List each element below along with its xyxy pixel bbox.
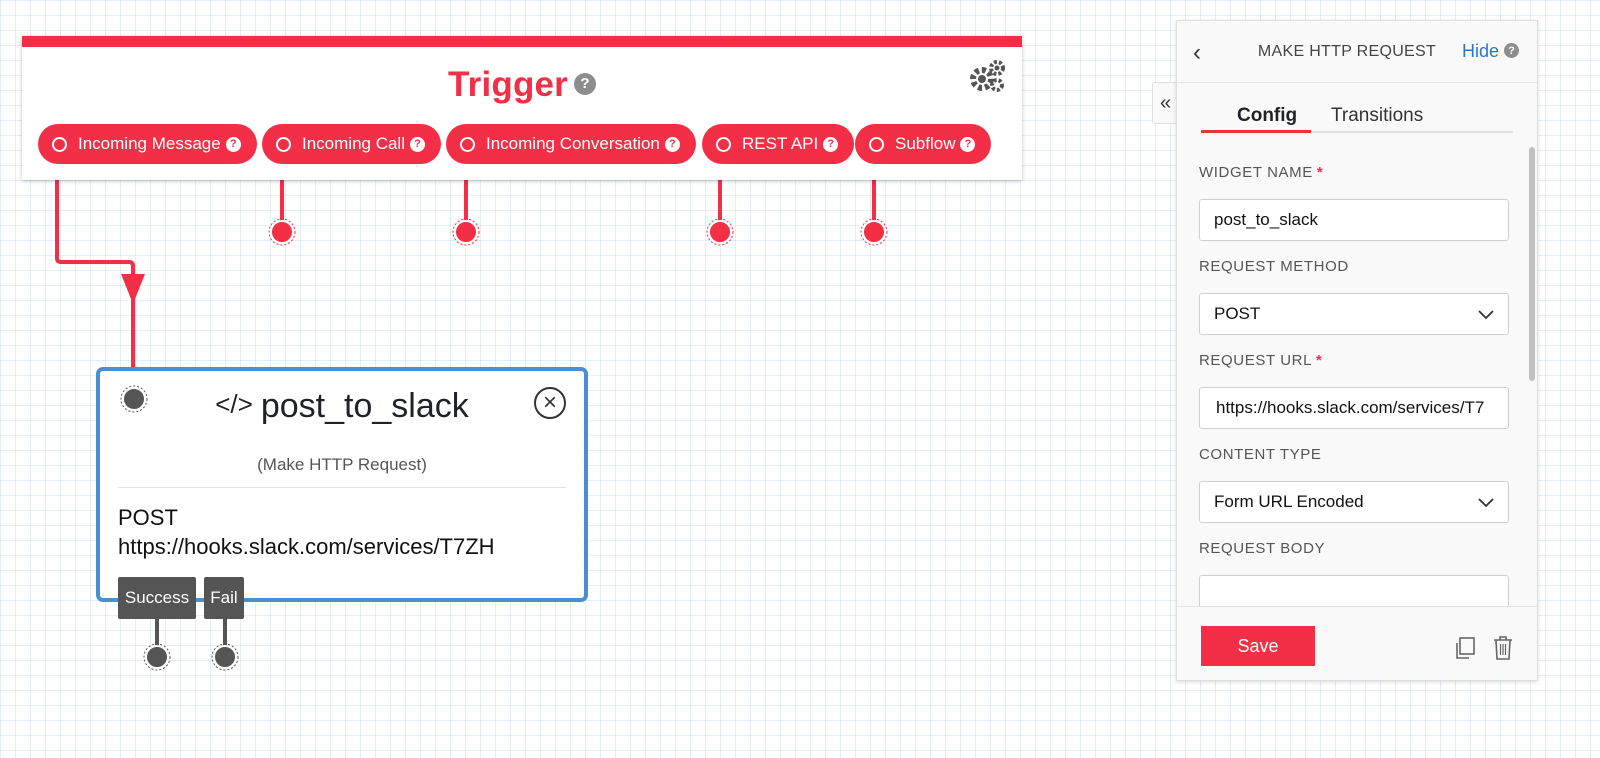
help-icon[interactable]: ? xyxy=(960,136,976,152)
tab-transitions[interactable]: Transitions xyxy=(1331,105,1424,126)
connector-incoming-message xyxy=(55,178,135,385)
panel-title: MAKE HTTP REQUEST xyxy=(1257,43,1437,60)
content-type-select[interactable]: Form URL Encoded xyxy=(1199,481,1509,523)
request-body-label: REQUEST BODY xyxy=(1199,540,1326,557)
trigger-rest-api[interactable]: REST API ? xyxy=(702,124,855,164)
chevron-down-icon xyxy=(1478,310,1494,320)
radio-icon xyxy=(276,136,291,152)
help-icon[interactable]: ? xyxy=(823,136,839,152)
gear-icon[interactable] xyxy=(968,59,1006,93)
subflow-port[interactable] xyxy=(862,220,886,244)
tab-config[interactable]: Config xyxy=(1237,105,1298,126)
request-url-input[interactable]: https://hooks.slack.com/services/T7 xyxy=(1199,387,1509,429)
request-body-textarea[interactable] xyxy=(1199,575,1509,607)
save-button[interactable]: Save xyxy=(1201,626,1315,666)
connector-arrow xyxy=(121,274,145,304)
trigger-widget[interactable]: Trigger? Incoming Message ? Incoming Cal… xyxy=(22,36,1022,180)
hide-link[interactable]: Hide xyxy=(1461,41,1499,61)
chevron-down-icon xyxy=(1478,498,1494,508)
request-method-label: REQUEST METHOD xyxy=(1199,258,1349,275)
panel-scrollbar[interactable] xyxy=(1529,147,1535,381)
fail-port[interactable] xyxy=(213,645,237,669)
content-type-label: CONTENT TYPE xyxy=(1199,446,1322,463)
transition-fail[interactable]: Fail xyxy=(204,577,244,619)
incoming-call-port[interactable] xyxy=(270,220,294,244)
request-method-select[interactable]: POST xyxy=(1199,293,1509,335)
panel-tabs: Config Transitions xyxy=(1201,101,1513,133)
http-request-widget[interactable]: </>post_to_slack × (Make HTTP Request) P… xyxy=(96,367,588,619)
close-icon[interactable]: × xyxy=(534,387,566,419)
widget-name-input[interactable]: post_to_slack xyxy=(1199,199,1509,241)
divider xyxy=(118,487,566,488)
trigger-title: Trigger? xyxy=(22,65,1022,105)
widget-title: </>post_to_slack xyxy=(215,387,469,425)
radio-icon xyxy=(869,136,884,152)
incoming-conversation-port[interactable] xyxy=(454,220,478,244)
rest-api-port[interactable] xyxy=(708,220,732,244)
panel-header: ‹ MAKE HTTP REQUEST Hide ? xyxy=(1177,21,1537,83)
collapse-panel-button[interactable]: « xyxy=(1152,82,1178,124)
trigger-incoming-call[interactable]: Incoming Call ? xyxy=(262,124,441,164)
radio-icon xyxy=(460,136,475,152)
trash-icon[interactable] xyxy=(1491,635,1515,661)
help-icon[interactable]: ? xyxy=(574,72,597,95)
active-tab-indicator xyxy=(1201,130,1311,133)
radio-icon xyxy=(716,136,731,152)
widget-input-port[interactable] xyxy=(120,385,150,415)
trigger-subflow[interactable]: Subflow ? xyxy=(855,124,992,164)
transition-success[interactable]: Success xyxy=(118,577,196,619)
widget-type: (Make HTTP Request) xyxy=(257,455,427,474)
request-url-label: REQUEST URL* xyxy=(1199,352,1323,369)
help-icon[interactable]: ? xyxy=(225,136,241,152)
panel-footer: Save xyxy=(1177,606,1537,680)
back-chevron-icon[interactable]: ‹ xyxy=(1193,39,1201,66)
trigger-incoming-message[interactable]: Incoming Message ? xyxy=(38,124,257,164)
help-icon[interactable]: ? xyxy=(410,136,425,152)
widget-name-label: WIDGET NAME* xyxy=(1199,164,1324,181)
help-icon[interactable]: ? xyxy=(1504,43,1519,58)
success-port[interactable] xyxy=(145,645,169,669)
help-icon[interactable]: ? xyxy=(664,136,680,152)
widget-summary: POST https://hooks.slack.com/services/T7… xyxy=(118,503,495,561)
widget-url: https://hooks.slack.com/services/T7ZH xyxy=(118,534,495,559)
config-panel: ‹ MAKE HTTP REQUEST Hide ? Config Transi… xyxy=(1176,20,1538,681)
widget-method: POST xyxy=(118,505,178,530)
code-icon: </> xyxy=(215,389,253,419)
duplicate-icon[interactable] xyxy=(1453,635,1477,661)
radio-icon xyxy=(52,136,67,152)
trigger-incoming-conversation[interactable]: Incoming Conversation ? xyxy=(446,124,696,164)
